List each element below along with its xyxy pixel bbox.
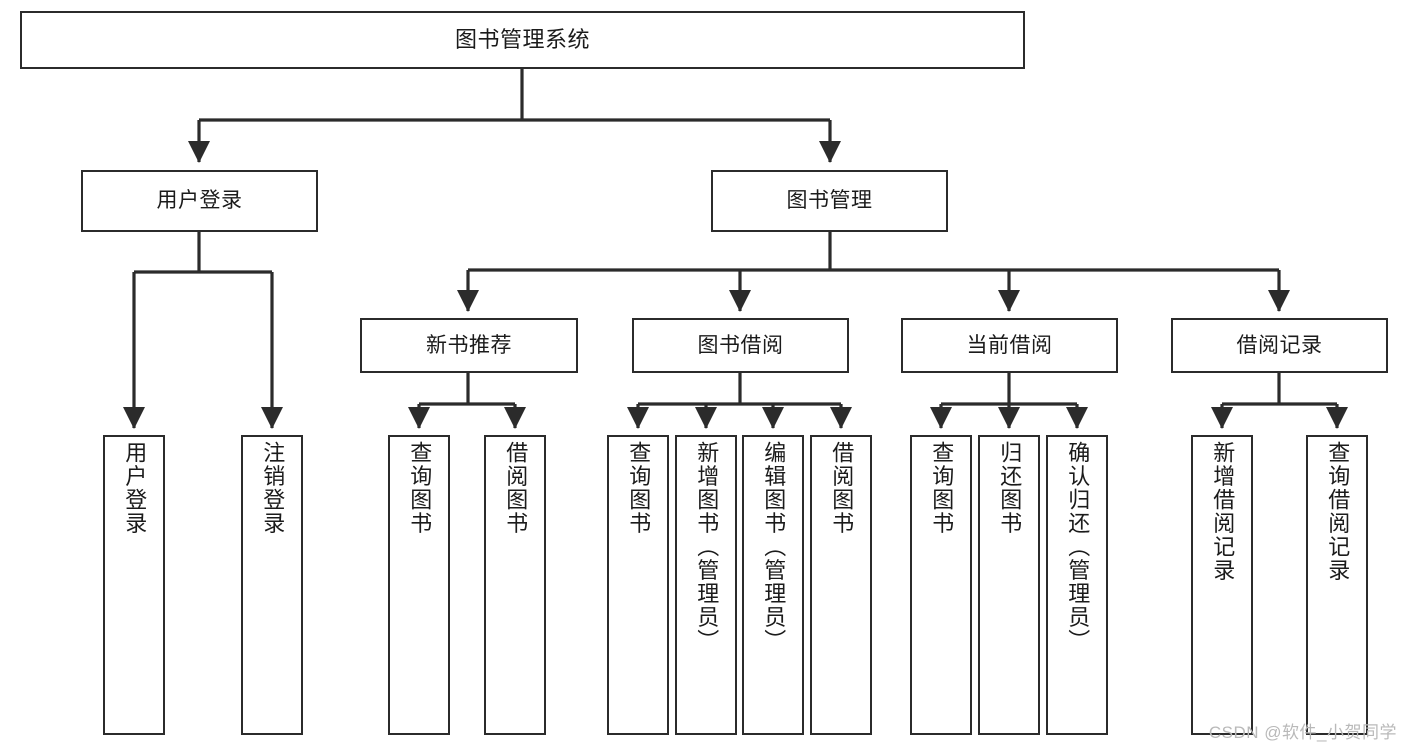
node-label: 新增借阅记录 — [1210, 441, 1236, 582]
node-label: 编辑图书（管理员） — [761, 441, 787, 653]
node-label: 用户登录 — [122, 441, 148, 535]
node-label: 图书管理系统 — [454, 26, 590, 52]
node-label: 查询借阅记录 — [1325, 441, 1351, 582]
node-label: 借阅记录 — [1236, 333, 1323, 357]
node-leaf-bb-add-book[interactable]: 新增图书（管理员） — [675, 435, 737, 735]
node-leaf-cb-query-book[interactable]: 查询图书 — [910, 435, 972, 735]
node-leaf-nbr-borrow-book[interactable]: 借阅图书 — [484, 435, 546, 735]
node-label: 新增图书（管理员） — [694, 441, 720, 653]
node-current-borrow[interactable]: 当前借阅 — [901, 318, 1118, 373]
node-label: 查询图书 — [626, 441, 652, 535]
node-book-management-system[interactable]: 图书管理系统 — [20, 11, 1025, 69]
node-label: 查询图书 — [407, 441, 433, 535]
node-label: 注销登录 — [260, 441, 286, 535]
node-leaf-br-add-record[interactable]: 新增借阅记录 — [1191, 435, 1253, 735]
node-label: 借阅图书 — [829, 441, 855, 535]
node-label: 确认归还（管理员） — [1065, 441, 1091, 653]
node-leaf-user-logout[interactable]: 注销登录 — [241, 435, 303, 735]
node-leaf-bb-edit-book[interactable]: 编辑图书（管理员） — [742, 435, 804, 735]
node-label: 当前借阅 — [966, 333, 1053, 357]
node-label: 借阅图书 — [503, 441, 529, 535]
node-leaf-bb-borrow-book[interactable]: 借阅图书 — [810, 435, 872, 735]
node-book-borrow[interactable]: 图书借阅 — [632, 318, 849, 373]
node-user-login[interactable]: 用户登录 — [81, 170, 318, 232]
node-leaf-cb-confirm-return[interactable]: 确认归还（管理员） — [1046, 435, 1108, 735]
node-label: 图书管理 — [786, 189, 873, 213]
node-label: 图书借阅 — [697, 333, 784, 357]
node-leaf-bb-query-book[interactable]: 查询图书 — [607, 435, 669, 735]
node-leaf-nbr-query-book[interactable]: 查询图书 — [388, 435, 450, 735]
node-leaf-user-login[interactable]: 用户登录 — [103, 435, 165, 735]
node-label: 归还图书 — [997, 441, 1023, 535]
node-leaf-br-query-record[interactable]: 查询借阅记录 — [1306, 435, 1368, 735]
node-label: 新书推荐 — [426, 333, 512, 357]
node-book-manage[interactable]: 图书管理 — [711, 170, 948, 232]
node-label: 用户登录 — [156, 189, 243, 213]
node-label: 查询图书 — [929, 441, 955, 535]
node-leaf-cb-return-book[interactable]: 归还图书 — [978, 435, 1040, 735]
csdn-watermark: CSDN @软件_小贺同学 — [1208, 723, 1397, 742]
node-borrow-record[interactable]: 借阅记录 — [1171, 318, 1388, 373]
node-new-book-recommend[interactable]: 新书推荐 — [360, 318, 578, 373]
